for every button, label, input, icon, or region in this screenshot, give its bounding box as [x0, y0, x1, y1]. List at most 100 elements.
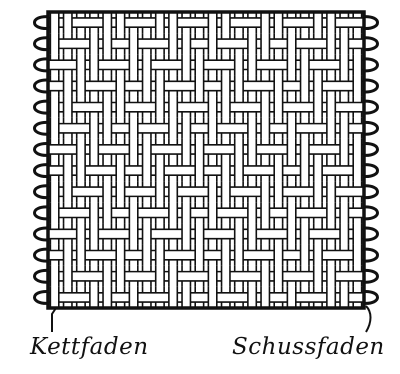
warp-float-cover	[116, 244, 124, 266]
warp-float-cover	[248, 223, 256, 245]
warp-float-cover	[50, 181, 58, 203]
warp-float-cover	[64, 75, 72, 97]
warp-float-cover	[274, 265, 282, 287]
warp-float-cover	[327, 96, 335, 118]
warp-float-cover	[222, 181, 230, 203]
weft-loop-right	[364, 186, 378, 198]
warp-float-cover	[195, 75, 203, 97]
warp-float-cover	[156, 244, 164, 266]
warp-float-cover	[50, 12, 58, 34]
warp-float-cover	[301, 160, 309, 182]
warp-float-cover	[235, 160, 243, 182]
warp-float-cover	[248, 138, 256, 160]
warp-float-cover	[182, 54, 190, 76]
warp-float-cover	[208, 265, 216, 287]
warp-float-cover	[261, 33, 269, 55]
warp-float-cover	[327, 181, 335, 203]
warp-float-cover	[169, 96, 177, 118]
warp-float-cover	[314, 12, 322, 34]
warp-float-cover	[156, 75, 164, 97]
warp-float-cover	[353, 54, 361, 76]
warp-float-cover	[143, 54, 151, 76]
warp-float-cover	[156, 12, 164, 34]
warp-float-cover	[287, 33, 295, 55]
warp-float-cover	[195, 160, 203, 182]
weft-loop-left	[35, 122, 49, 134]
warp-float-cover	[274, 12, 282, 34]
warp-float-cover	[222, 12, 230, 34]
warp-float-cover	[208, 12, 216, 34]
warp-float-cover	[169, 286, 177, 308]
warp-float-cover	[103, 117, 111, 139]
warp-float-cover	[287, 117, 295, 139]
weft-loop-right	[364, 80, 378, 92]
warp-float-cover	[90, 286, 98, 308]
warp-float-cover	[195, 223, 203, 245]
warp-float-cover	[235, 223, 243, 245]
warp-float-cover	[327, 33, 335, 55]
warp-float-cover	[103, 265, 111, 287]
warp-float-cover	[143, 160, 151, 182]
warp-float-cover	[287, 202, 295, 224]
warp-float-cover	[222, 244, 230, 266]
warp-float-cover	[116, 75, 124, 97]
warp-float-cover	[222, 75, 230, 97]
warp-float-cover	[314, 75, 322, 97]
warp-float-cover	[248, 54, 256, 76]
warp-float-cover	[169, 12, 177, 34]
warp-float-cover	[90, 33, 98, 55]
warp-float-cover	[50, 202, 58, 224]
warp-float-cover	[301, 75, 309, 97]
warp-float-cover	[353, 160, 361, 182]
warp-float-cover	[116, 12, 124, 34]
warp-float-cover	[248, 202, 256, 224]
warp-float-cover	[129, 286, 137, 308]
weft-loop-right	[364, 249, 378, 261]
warp-float-cover	[327, 202, 335, 224]
weft-loop-left	[35, 143, 49, 155]
warp-float-cover	[287, 286, 295, 308]
warp-float-cover	[182, 223, 190, 245]
warp-float-cover	[340, 33, 348, 55]
warp-float-cover	[340, 54, 348, 76]
weft-loop-right	[364, 143, 378, 155]
warp-float-cover	[169, 117, 177, 139]
warp-float-cover	[208, 286, 216, 308]
warp-float-cover	[274, 181, 282, 203]
weft-loop-right	[364, 101, 378, 113]
warp-float-cover	[353, 223, 361, 245]
weft-loop-right	[364, 207, 378, 219]
warp-thread-label: Kettfaden	[30, 334, 149, 360]
warp-float-cover	[103, 96, 111, 118]
warp-float-cover	[222, 96, 230, 118]
warp-float-cover	[143, 223, 151, 245]
warp-float-cover	[301, 54, 309, 76]
warp-float-cover	[248, 117, 256, 139]
warp-float-cover	[261, 286, 269, 308]
warp-float-cover	[50, 265, 58, 287]
warp-float-cover	[143, 75, 151, 97]
warp-float-cover	[143, 138, 151, 160]
warp-float-cover	[195, 54, 203, 76]
warp-float-cover	[129, 223, 137, 245]
weft-loop-left	[35, 270, 49, 282]
warp-float-cover	[90, 223, 98, 245]
weft-loop-right	[364, 270, 378, 282]
warp-float-cover	[182, 138, 190, 160]
warp-float-cover	[248, 286, 256, 308]
warp-float-cover	[77, 223, 85, 245]
warp-float-cover	[156, 160, 164, 182]
warp-float-cover	[314, 244, 322, 266]
weft-loop-right	[364, 122, 378, 134]
warp-float-cover	[156, 96, 164, 118]
weft-loop-right	[364, 228, 378, 240]
warp-float-cover	[340, 138, 348, 160]
weft-loop-right	[364, 17, 378, 29]
warp-float-cover	[103, 181, 111, 203]
warp-float-cover	[208, 202, 216, 224]
warp-float-cover	[274, 160, 282, 182]
warp-label-leader	[52, 308, 56, 332]
warp-float-cover	[64, 181, 72, 203]
weft-loop-left	[35, 165, 49, 177]
